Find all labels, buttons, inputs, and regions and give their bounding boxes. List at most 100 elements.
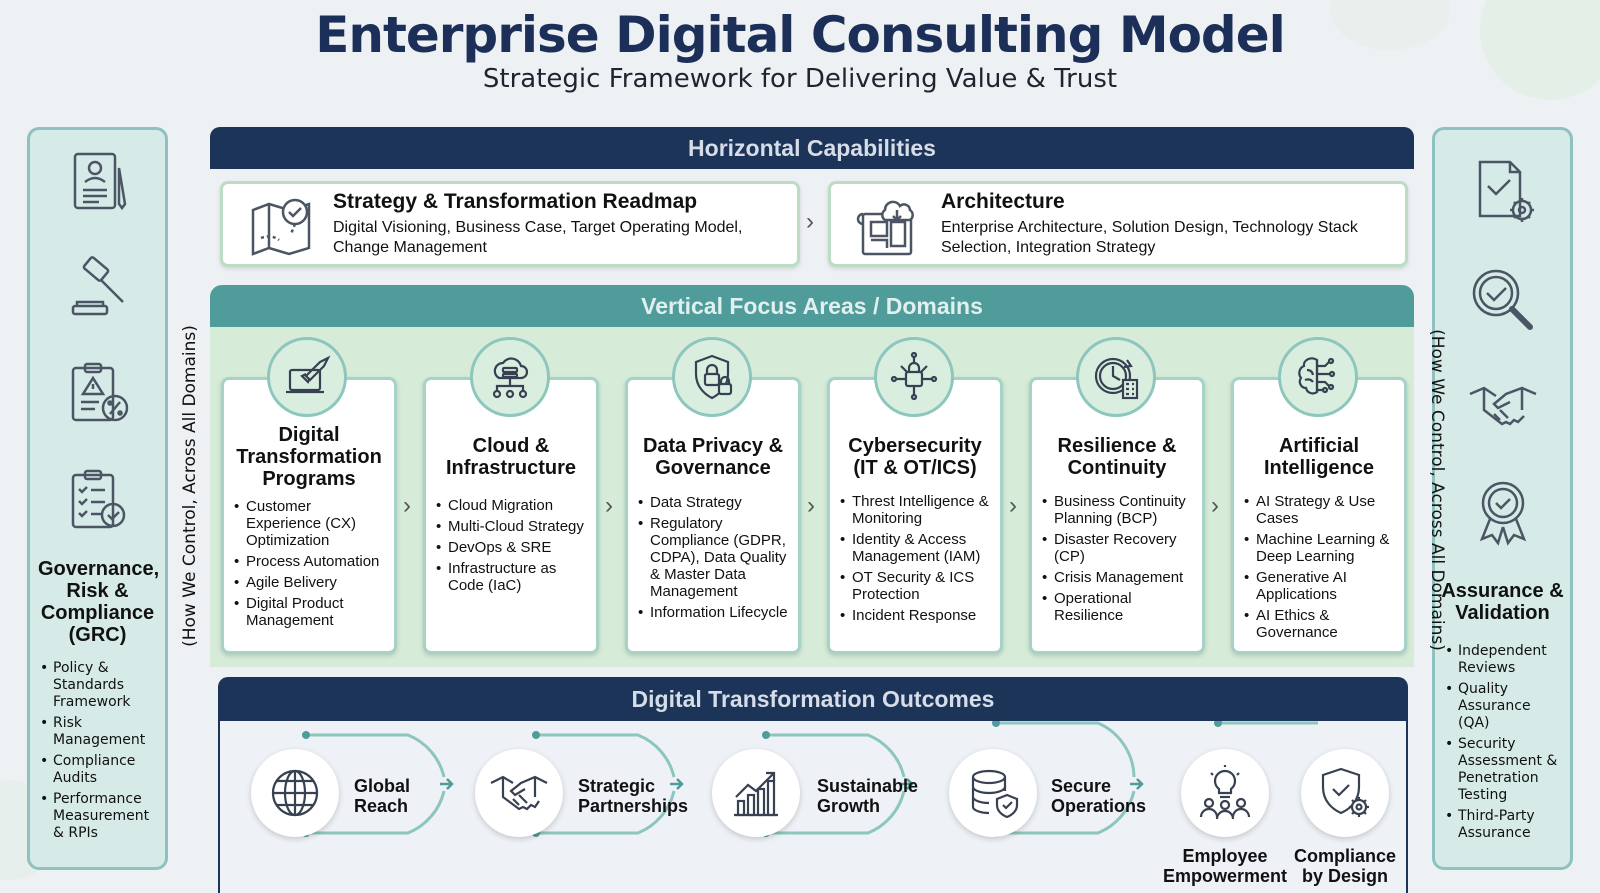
chevron-right-icon: › bbox=[403, 492, 411, 519]
outcome-label: Global Reach bbox=[354, 776, 411, 816]
list-item: Agile Belivery bbox=[234, 574, 388, 591]
domain-title: Resilience & Continuity bbox=[1057, 435, 1177, 479]
rocket-laptop-icon bbox=[267, 337, 347, 417]
list-item: Risk Management bbox=[40, 715, 159, 749]
architecture-card-title: Architecture bbox=[941, 190, 1065, 213]
list-item: Infrastructure as Code (IaC) bbox=[436, 560, 590, 594]
domain-card-ai: Artificial Intelligence AI Strategy & Us… bbox=[1231, 377, 1407, 654]
domain-card-resilience: Resilience & Continuity Business Continu… bbox=[1029, 377, 1205, 654]
handshake-icon bbox=[475, 749, 563, 837]
list-item: Data Strategy bbox=[638, 494, 792, 511]
outcomes-flow-lines bbox=[255, 721, 1318, 837]
document-gear-icon bbox=[1435, 156, 1570, 230]
right-side-note: (How We Control, Across All Domains) bbox=[1427, 329, 1447, 651]
list-item: Quality Assurance (QA) bbox=[1445, 681, 1564, 732]
domain-card-digital-transformation: Digital Transformation Programs Customer… bbox=[221, 377, 397, 654]
shield-gear-icon bbox=[1301, 749, 1389, 837]
chevron-right-icon: › bbox=[605, 492, 613, 519]
magnifier-check-icon bbox=[1435, 263, 1570, 337]
domain-title: Digital Transformation Programs bbox=[236, 424, 382, 490]
list-item: Process Automation bbox=[234, 553, 388, 570]
page-subtitle: Strategic Framework for Delivering Value… bbox=[482, 64, 1118, 94]
map-pin-icon bbox=[247, 192, 315, 265]
outcome-label: Strategic Partnerships bbox=[578, 776, 689, 816]
list-item: Identity & Access Management (IAM) bbox=[840, 531, 994, 565]
list-item: Threst Intelligence & Monitoring bbox=[840, 493, 994, 527]
architecture-card: Architecture Enterprise Architecture, So… bbox=[828, 181, 1408, 267]
domain-list: Customer Experience (CX) Optimization Pr… bbox=[234, 498, 388, 633]
outcome-label: Employee Empowerment bbox=[1162, 846, 1288, 886]
list-item: Cloud Migration bbox=[436, 497, 590, 514]
chevron-right-icon: › bbox=[1211, 492, 1219, 519]
list-item: Regulatory Compliance (GDPR, CDPA), Data… bbox=[638, 515, 792, 600]
clock-building-icon bbox=[1076, 337, 1156, 417]
list-item: Multi-Cloud Strategy bbox=[436, 518, 590, 535]
outcome-label: Secure Operations bbox=[1051, 776, 1147, 816]
domain-card-cloud: Cloud & Infrastructure Cloud Migration M… bbox=[423, 377, 599, 654]
chevron-right-icon: › bbox=[807, 492, 815, 519]
lock-circuit-icon bbox=[874, 337, 954, 417]
domain-list: Data Strategy Regulatory Compliance (GDP… bbox=[638, 494, 792, 625]
grc-panel: Governance, Risk & Compliance (GRC) Poli… bbox=[27, 127, 168, 870]
list-item: DevOps & SRE bbox=[436, 539, 590, 556]
horizontal-capabilities-header: Horizontal Capabilities bbox=[210, 127, 1414, 169]
domain-title: Data Privacy & Governance bbox=[642, 435, 784, 479]
left-side-note: (How We Control, Across All Domains) bbox=[180, 325, 200, 647]
strategy-card-title: Strategy & Transformation Readmap bbox=[333, 190, 698, 213]
list-item: Digital Product Management bbox=[234, 595, 388, 629]
domain-card-cybersecurity: Cybersecurity (IT & OT/ICS) Threst Intel… bbox=[827, 377, 1003, 654]
list-item: Performance Measurement & RPIs bbox=[40, 791, 159, 842]
domain-list: AI Strategy & Use Cases Machine Learning… bbox=[1244, 493, 1398, 645]
domain-list: Threst Intelligence & Monitoring Identit… bbox=[840, 493, 994, 628]
blueprint-cloud-icon bbox=[855, 192, 923, 265]
vertical-focus-header: Vertical Focus Areas / Domains bbox=[210, 285, 1414, 327]
domain-title: Cloud & Infrastructure bbox=[445, 435, 577, 479]
shield-lock-icon bbox=[672, 337, 752, 417]
list-item: Generative AI Applications bbox=[1244, 569, 1398, 603]
outcome-label: Compliance by Design bbox=[1293, 846, 1397, 886]
list-item: Third-Party Assurance bbox=[1445, 808, 1564, 842]
people-lightbulb-icon bbox=[1181, 749, 1269, 837]
architecture-card-description: Enterprise Architecture, Solution Design… bbox=[941, 219, 1358, 256]
list-item: OT Security & ICS Protection bbox=[840, 569, 994, 603]
assurance-title: Assurance & Validation bbox=[1441, 580, 1564, 624]
risk-clipboard-icon bbox=[30, 358, 165, 428]
list-item: Crisis Management bbox=[1042, 569, 1196, 586]
outcome-label: Sustainable Growth bbox=[817, 776, 919, 816]
ai-brain-icon bbox=[1278, 337, 1358, 417]
gavel-icon bbox=[30, 252, 165, 322]
strategy-card: Strategy & Transformation Readmap Digita… bbox=[220, 181, 800, 267]
domain-list: Business Continuity Planning (BCP) Disas… bbox=[1042, 493, 1196, 628]
globe-icon bbox=[251, 749, 339, 837]
chevron-right-icon: › bbox=[1009, 492, 1017, 519]
domain-list: Cloud Migration Multi-Cloud Strategy Dev… bbox=[436, 497, 590, 598]
grc-list: Policy & Standards Framework Risk Manage… bbox=[40, 660, 159, 846]
list-item: Machine Learning & Deep Learning bbox=[1244, 531, 1398, 565]
list-item: AI Strategy & Use Cases bbox=[1244, 493, 1398, 527]
list-item: Security Assessment & Penetration Testin… bbox=[1445, 736, 1564, 804]
policy-document-icon bbox=[30, 148, 165, 218]
list-item: Incident Response bbox=[840, 607, 994, 624]
list-item: Customer Experience (CX) Optimization bbox=[234, 498, 388, 549]
list-item: Independent Reviews bbox=[1445, 643, 1564, 677]
vertical-focus-background bbox=[210, 285, 1414, 667]
chevron-right-icon: › bbox=[806, 208, 814, 235]
audit-checklist-icon bbox=[30, 465, 165, 535]
award-badge-icon bbox=[1435, 475, 1570, 549]
domain-title: Artificial Intelligence bbox=[1263, 435, 1375, 479]
outcomes-header: Digital Transformation Outcomes bbox=[218, 677, 1408, 721]
grc-title: Governance, Risk & Compliance (GRC) bbox=[38, 558, 160, 646]
assurance-panel: Assurance & Validation Independent Revie… bbox=[1432, 127, 1573, 870]
list-item: Operational Resilience bbox=[1042, 590, 1196, 624]
domain-title: Cybersecurity (IT & OT/ICS) bbox=[848, 435, 982, 479]
list-item: AI Ethics & Governance bbox=[1244, 607, 1398, 641]
list-item: Policy & Standards Framework bbox=[40, 660, 159, 711]
assurance-list: Independent Reviews Quality Assurance (Q… bbox=[1445, 643, 1564, 846]
database-shield-icon bbox=[949, 749, 1037, 837]
page-title: Enterprise Digital Consulting Model bbox=[315, 6, 1286, 64]
strategy-card-description: Digital Visioning, Business Case, Target… bbox=[333, 219, 743, 256]
handshake-icon bbox=[1435, 370, 1570, 444]
list-item: Disaster Recovery (CP) bbox=[1042, 531, 1196, 565]
list-item: Business Continuity Planning (BCP) bbox=[1042, 493, 1196, 527]
list-item: Compliance Audits bbox=[40, 753, 159, 787]
